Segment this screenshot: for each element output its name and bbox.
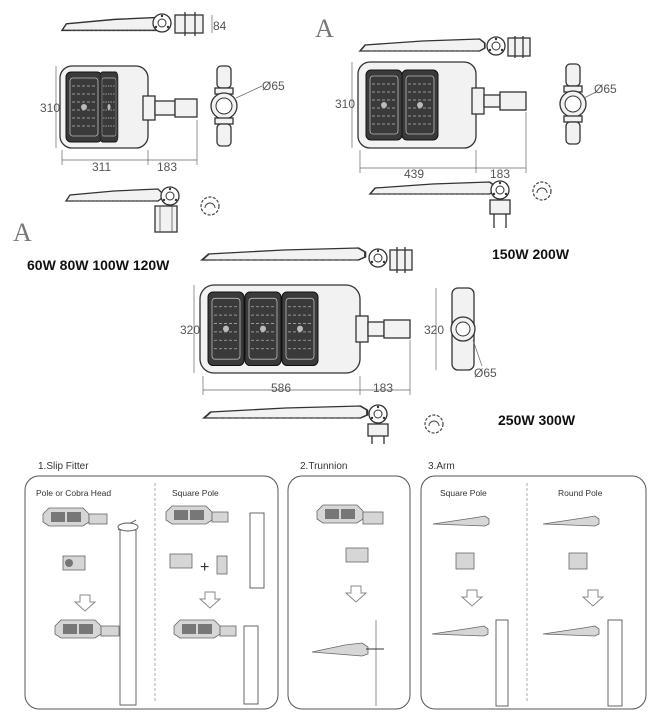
slip-fitter-option-cobra: Pole or Cobra Head xyxy=(36,488,112,498)
large-top-view xyxy=(193,284,411,395)
slip-fitter-option-square: Square Pole xyxy=(172,488,219,498)
large-trunnion-side-view xyxy=(202,404,444,444)
medium-wattage-label: 150W 200W xyxy=(492,246,570,262)
medium-diameter-dimension: Ø65 xyxy=(594,82,617,96)
small-diameter-dimension: Ø65 xyxy=(262,79,285,93)
arm-box xyxy=(420,475,647,710)
small-wattage-label: 60W 80W 100W 120W xyxy=(27,257,170,273)
arm-option-round: Round Pole xyxy=(558,488,603,498)
arm-title: 3.Arm xyxy=(428,461,455,472)
small-top-view xyxy=(55,65,198,165)
large-arm-dimension: 183 xyxy=(373,381,393,395)
small-bracket-dimension: 84 xyxy=(213,19,227,33)
medium-height-dimension: 310 xyxy=(335,97,355,111)
large-end-view xyxy=(435,287,483,371)
medium-side-view xyxy=(359,36,531,58)
small-arm-dimension: 183 xyxy=(157,160,177,174)
large-diameter-dimension: Ø65 xyxy=(474,366,497,380)
slip-fitter-cobra-steps xyxy=(42,507,139,706)
large-height-dimension: 320 xyxy=(180,323,200,337)
slip-fitter-title: 1.Slip Fitter xyxy=(38,461,89,472)
medium-end-view xyxy=(559,63,597,145)
small-end-view xyxy=(210,65,263,147)
slip-fitter-box xyxy=(24,475,279,710)
arm-round-steps xyxy=(542,515,623,707)
large-side-height-dimension: 320 xyxy=(424,323,444,337)
small-trunnion-side-view xyxy=(65,186,220,233)
arm-option-square: Square Pole xyxy=(440,488,487,498)
large-wattage-label: 250W 300W xyxy=(498,412,576,428)
slip-fitter-square-steps: + xyxy=(165,505,265,705)
variant-marker-lower: A xyxy=(13,218,32,247)
trunnion-title: 2.Trunnion xyxy=(300,461,348,472)
variant-marker-upper: A xyxy=(315,14,334,43)
small-height-dimension: 310 xyxy=(40,101,60,115)
large-side-view xyxy=(200,246,413,273)
arm-square-steps xyxy=(431,515,509,707)
small-width-dimension: 311 xyxy=(92,160,111,174)
trunnion-steps xyxy=(311,504,384,706)
medium-arm-dimension: 183 xyxy=(490,167,510,181)
svg-text:+: + xyxy=(200,559,209,576)
medium-trunnion-side-view xyxy=(369,180,552,228)
medium-top-view xyxy=(351,61,527,173)
medium-width-dimension: 439 xyxy=(404,167,424,181)
small-side-view xyxy=(61,12,213,36)
large-width-dimension: 586 xyxy=(271,381,291,395)
